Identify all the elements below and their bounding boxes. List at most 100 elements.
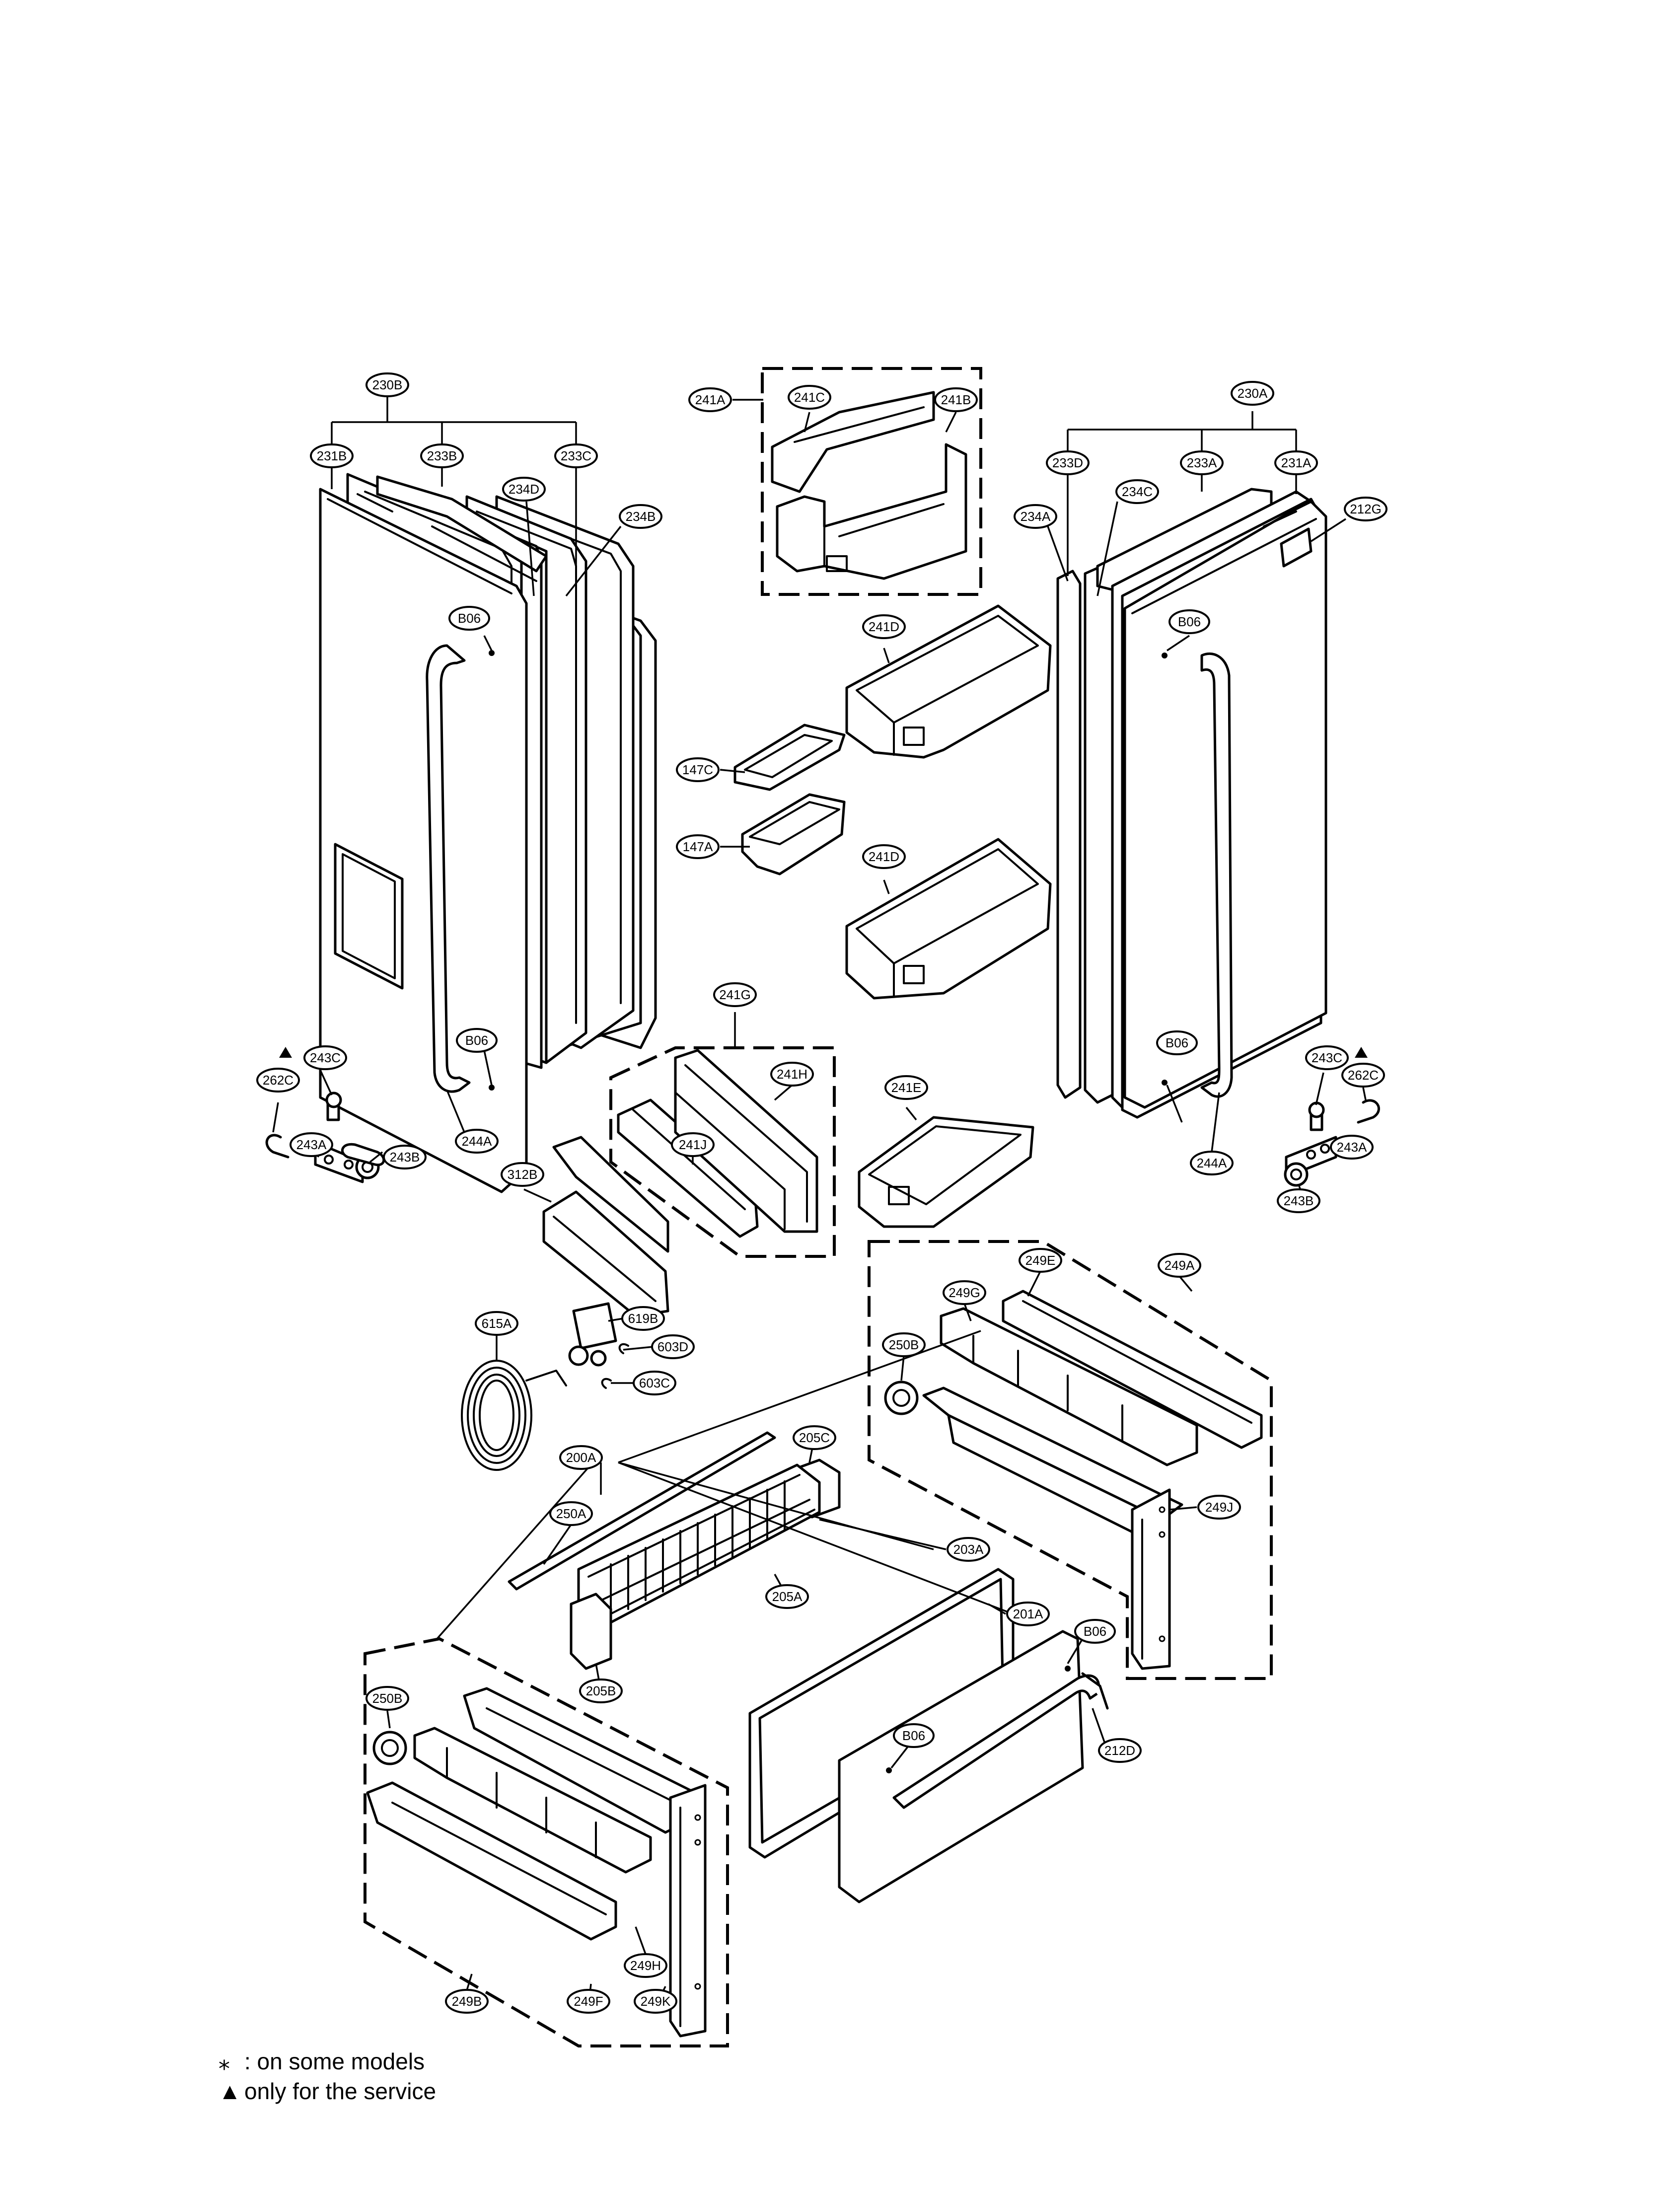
badge-249j: 249J [1197,1495,1241,1520]
door-bin-241e [858,1116,1034,1228]
badge-619b: 619B [621,1306,665,1331]
legend-service-only-text: only for the service [244,2078,437,2104]
svg-text:241E: 241E [891,1080,922,1095]
badge-249h: 249H [624,1953,667,1978]
svg-text:249K: 249K [641,1994,671,2009]
badge-312b: 312B [501,1162,544,1187]
badge-262c-left: 262C [256,1068,300,1093]
svg-text:262C: 262C [263,1073,293,1088]
svg-text:233C: 233C [561,448,591,463]
svg-text:241A: 241A [695,392,726,407]
badge-250a: 250A [549,1501,593,1526]
svg-text:234B: 234B [626,509,656,524]
badge-231a: 231A [1274,450,1318,475]
legend-some-models: ⁎: on some models [219,2050,425,2073]
badge-b06-right-lower: B06 [1156,1030,1198,1055]
svg-text:234D: 234D [509,482,539,497]
badge-603c: 603C [633,1371,676,1395]
svg-text:B06: B06 [458,611,481,626]
badge-243b-left: 243B [383,1145,427,1169]
badge-203a: 203A [947,1537,990,1562]
svg-text:603C: 603C [639,1376,670,1390]
svg-text:249F: 249F [574,1994,603,2009]
badge-241d-lower: 241D [862,844,906,869]
badge-233a: 233A [1180,450,1224,475]
badge-241e: 241E [884,1075,928,1100]
badge-231b: 231B [310,443,354,468]
svg-text:603D: 603D [657,1339,688,1354]
badge-249g: 249G [943,1280,986,1305]
badge-234c: 234C [1115,479,1159,504]
svg-text:243B: 243B [1284,1193,1314,1208]
svg-text:234A: 234A [1021,509,1051,524]
badge-234d: 234D [502,477,546,502]
svg-text:249A: 249A [1165,1258,1195,1273]
triangle-icon: ▲ [219,2078,241,2104]
badge-b06-left-lower: B06 [456,1028,498,1053]
badge-249f: 249F [567,1989,610,2014]
badge-230b: 230B [365,372,409,397]
svg-text:231B: 231B [317,448,347,463]
svg-text:243A: 243A [1337,1140,1367,1155]
badge-233c: 233C [554,443,598,468]
badge-244a-right: 244A [1190,1151,1234,1175]
svg-text:201A: 201A [1013,1606,1043,1621]
door-bin-241d-upper [845,604,1052,759]
leader-lines [272,396,1367,2007]
svg-text:241J: 241J [679,1137,707,1152]
right-door-assembly [1056,488,1327,1119]
svg-text:233B: 233B [427,448,457,463]
svg-text:205B: 205B [586,1683,616,1698]
svg-text:244A: 244A [1197,1156,1227,1170]
badge-200a: 200A [559,1445,603,1470]
svg-text:233A: 233A [1187,455,1217,470]
badge-243c-right: 243C [1305,1045,1349,1070]
badge-b06-left-upper: B06 [448,606,490,631]
left-door-assembly [319,473,657,1193]
svg-text:212D: 212D [1104,1743,1135,1758]
bin-group-241a [761,367,982,596]
badge-615a: 615A [475,1311,518,1336]
badge-230a: 230A [1231,381,1274,406]
service-triangle-right [1355,1047,1368,1058]
rail-group-249a [868,1240,1273,1680]
badge-241b: 241B [934,387,978,412]
svg-text:205A: 205A [772,1589,803,1604]
badge-241g: 241G [713,982,757,1007]
svg-text:233D: 233D [1052,455,1083,470]
svg-text:234C: 234C [1122,484,1153,499]
svg-text:312B: 312B [508,1167,538,1182]
badge-244a-left: 244A [455,1129,499,1154]
svg-text:249H: 249H [630,1958,661,1973]
door-bin-241d-lower [845,838,1052,1000]
badge-241j: 241J [671,1132,715,1157]
svg-text:203A: 203A [953,1542,984,1557]
legend-some-models-text: : on some models [244,2048,425,2074]
svg-text:241G: 241G [719,987,751,1002]
badge-243c-left: 243C [303,1045,347,1070]
bin-group-241g [609,1046,836,1258]
svg-text:619B: 619B [628,1311,658,1326]
badge-201a: 201A [1006,1602,1050,1626]
badge-147c: 147C [676,757,720,782]
badge-241h: 241H [770,1062,814,1087]
svg-text:241D: 241D [869,849,899,864]
svg-text:243A: 243A [296,1137,327,1152]
svg-text:B06: B06 [1178,614,1201,629]
svg-text:249E: 249E [1025,1253,1056,1268]
badge-243a-left: 243A [290,1132,333,1157]
right-hinge-parts [1284,1099,1380,1187]
svg-text:241B: 241B [941,392,971,407]
svg-text:B06: B06 [1166,1035,1188,1050]
svg-text:244A: 244A [462,1134,492,1149]
svg-text:241C: 241C [794,390,825,405]
svg-text:243C: 243C [1312,1050,1342,1065]
badge-b06-drawer-left: B06 [893,1723,935,1748]
part-312b [542,1136,669,1317]
svg-text:230A: 230A [1238,386,1268,401]
svg-text:241H: 241H [777,1067,807,1082]
badge-250b-right: 250B [882,1332,926,1357]
badge-249k: 249K [634,1989,677,2014]
svg-text:615A: 615A [482,1316,512,1331]
badge-147a: 147A [676,834,720,859]
